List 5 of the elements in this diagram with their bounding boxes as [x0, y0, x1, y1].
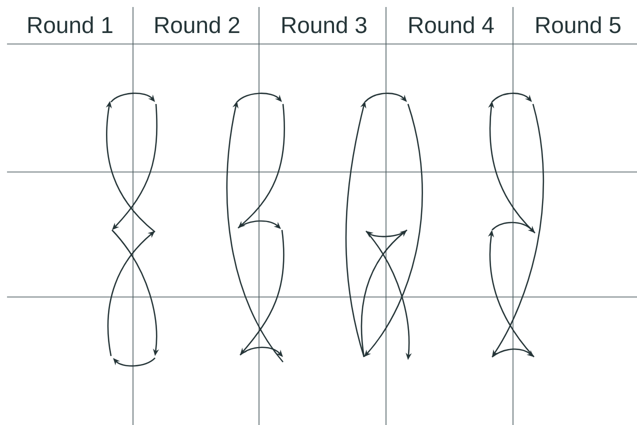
- column-header: Round 2: [155, 16, 240, 34]
- column-header: Round 3: [282, 16, 366, 34]
- column-header: Round 5: [536, 16, 620, 34]
- column-header: Round 4: [409, 16, 494, 34]
- column-header: Round 1: [28, 16, 112, 34]
